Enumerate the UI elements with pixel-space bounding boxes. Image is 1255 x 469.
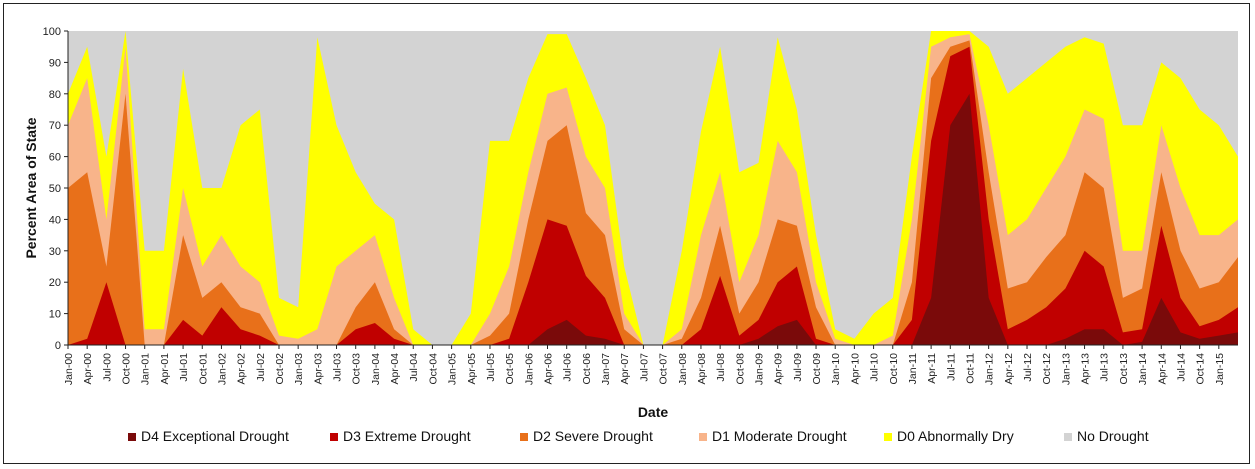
legend-label: D0 Abnormally Dry bbox=[897, 428, 1014, 444]
y-axis: 0 10 20 30 40 50 60 70 80 90 100 bbox=[43, 26, 69, 352]
x-tick-label: Jan-14 bbox=[1137, 353, 1149, 385]
x-tick-label: Jan-06 bbox=[523, 353, 535, 385]
x-tick-label: Jan-04 bbox=[370, 353, 382, 385]
x-tick-label: Oct-01 bbox=[197, 353, 209, 385]
x-tick-label: Jan-12 bbox=[984, 353, 996, 385]
area-d4-exceptional-drought bbox=[68, 93, 1238, 345]
x-tick-label: Jan-05 bbox=[447, 353, 459, 385]
x-tick-label: Jan-10 bbox=[830, 353, 842, 385]
x-tick-label: Jul-12 bbox=[1022, 353, 1034, 382]
x-axis-title: Date bbox=[638, 404, 669, 420]
legend-label: D3 Extreme Drought bbox=[343, 428, 471, 444]
x-tick-label: Oct-12 bbox=[1041, 353, 1053, 385]
x-tick-label: Apr-13 bbox=[1080, 353, 1092, 385]
x-tick-label: Jul-08 bbox=[715, 353, 727, 382]
y-tick-label: 10 bbox=[49, 309, 61, 321]
legend-item-d4-exceptional-drought: D4 Exceptional Drought bbox=[128, 428, 289, 444]
x-tick-label: Apr-11 bbox=[926, 353, 938, 384]
area-series-group bbox=[68, 31, 1238, 346]
x-tick-label: Jul-11 bbox=[945, 353, 957, 381]
x-tick-label: Jan-03 bbox=[293, 353, 305, 385]
legend: D4 Exceptional Drought D3 Extreme Drought… bbox=[128, 428, 1149, 444]
y-tick-label: 20 bbox=[49, 277, 61, 289]
x-tick-label: Jul-03 bbox=[332, 353, 344, 382]
x-tick-label: Oct-02 bbox=[274, 353, 286, 385]
x-tick-label: Jul-14 bbox=[1176, 353, 1188, 382]
y-tick-label: 40 bbox=[49, 214, 61, 226]
x-tick-label: Oct-14 bbox=[1195, 353, 1207, 385]
legend-swatch bbox=[330, 433, 338, 441]
x-tick-label: Apr-01 bbox=[159, 353, 171, 385]
legend-swatch bbox=[1064, 433, 1072, 441]
x-tick-label: Jan-11 bbox=[907, 353, 919, 384]
legend-label: No Drought bbox=[1077, 428, 1149, 444]
legend-label: D1 Moderate Drought bbox=[712, 428, 847, 444]
x-tick-label: Jul-10 bbox=[869, 353, 881, 382]
legend-swatch bbox=[884, 433, 892, 441]
legend-item-d2-severe-drought: D2 Severe Drought bbox=[520, 428, 653, 444]
legend-item-d1-moderate-drought: D1 Moderate Drought bbox=[699, 428, 847, 444]
legend-swatch bbox=[128, 433, 136, 441]
x-tick-label: Jul-06 bbox=[562, 353, 574, 382]
y-tick-label: 80 bbox=[49, 89, 61, 101]
x-tick-label: Oct-09 bbox=[811, 353, 823, 385]
legend-swatch bbox=[699, 433, 707, 441]
x-tick-label: Apr-09 bbox=[773, 353, 785, 385]
x-tick-label: Oct-06 bbox=[581, 353, 593, 385]
x-tick-label: Jan-15 bbox=[1214, 353, 1226, 385]
x-tick-label: Oct-13 bbox=[1118, 353, 1130, 385]
x-tick-label: Oct-04 bbox=[427, 353, 439, 385]
y-tick-label: 30 bbox=[49, 246, 61, 258]
x-tick-label: Apr-00 bbox=[82, 353, 94, 385]
x-tick-label: Oct-11 bbox=[965, 353, 977, 384]
y-tick-label: 0 bbox=[55, 340, 61, 352]
legend-swatch bbox=[520, 433, 528, 441]
x-tick-label: Apr-12 bbox=[1003, 353, 1015, 385]
x-tick-label: Jul-02 bbox=[255, 353, 267, 382]
x-tick-label: Apr-14 bbox=[1156, 353, 1168, 385]
x-axis: Jan-00 Apr-00 Jul-00 Oct-00 Jan-01 Apr-01 Jul-… bbox=[63, 344, 1238, 385]
x-tick-label: Oct-00 bbox=[121, 353, 133, 385]
x-tick-label: Jul-00 bbox=[101, 353, 113, 382]
y-tick-label: 70 bbox=[49, 120, 61, 132]
x-tick-label: Jan-09 bbox=[754, 353, 766, 385]
x-tick-label: Jan-08 bbox=[677, 353, 689, 385]
x-tick-label: Apr-04 bbox=[389, 353, 401, 385]
x-tick-label: Apr-05 bbox=[466, 353, 478, 385]
x-tick-label: Jul-07 bbox=[638, 353, 650, 382]
x-tick-label: Apr-06 bbox=[543, 353, 555, 385]
x-tick-label: Apr-02 bbox=[236, 353, 248, 385]
x-tick-label: Apr-08 bbox=[696, 353, 708, 385]
x-tick-label: Jan-13 bbox=[1060, 353, 1072, 385]
x-tick-label: Oct-08 bbox=[734, 353, 746, 385]
x-tick-label: Jan-00 bbox=[63, 353, 75, 385]
x-tick-label: Apr-03 bbox=[312, 353, 324, 385]
legend-label: D4 Exceptional Drought bbox=[141, 428, 289, 444]
y-tick-label: 50 bbox=[49, 183, 61, 195]
x-tick-label: Oct-03 bbox=[351, 353, 363, 385]
x-tick-label: Jul-04 bbox=[408, 353, 420, 382]
x-tick-label: Jul-05 bbox=[485, 353, 497, 382]
x-tick-label: Oct-05 bbox=[504, 353, 516, 385]
legend-item-d3-extreme-drought: D3 Extreme Drought bbox=[330, 428, 471, 444]
x-tick-label: Jan-07 bbox=[600, 353, 612, 385]
x-tick-label: Jul-01 bbox=[178, 353, 190, 382]
y-axis-title: Percent Area of State bbox=[23, 117, 39, 258]
legend-item-d0-abnormally-dry: D0 Abnormally Dry bbox=[884, 428, 1014, 444]
x-tick-label: Oct-07 bbox=[658, 353, 670, 385]
x-tick-label: Jan-01 bbox=[140, 353, 152, 385]
x-tick-label: Apr-07 bbox=[619, 353, 631, 385]
legend-item-no-drought: No Drought bbox=[1064, 428, 1149, 444]
x-tick-label: Apr-10 bbox=[849, 353, 861, 385]
x-tick-label: Jul-09 bbox=[792, 353, 804, 382]
y-tick-label: 60 bbox=[49, 152, 61, 164]
y-tick-label: 100 bbox=[43, 26, 61, 38]
x-tick-label: Jan-02 bbox=[216, 353, 228, 385]
x-tick-label: Jul-13 bbox=[1099, 353, 1111, 382]
x-tick-label: Oct-10 bbox=[888, 353, 900, 385]
legend-label: D2 Severe Drought bbox=[533, 428, 653, 444]
y-tick-label: 90 bbox=[49, 57, 61, 69]
